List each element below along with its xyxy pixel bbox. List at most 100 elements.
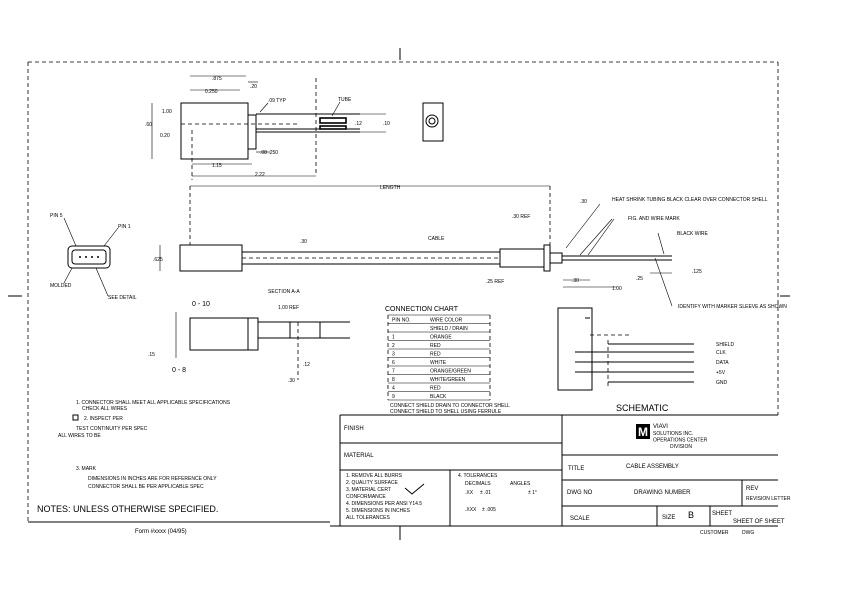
sheet-border: [8, 48, 790, 540]
chart-cell-color: ORANGE/GREEN: [430, 369, 471, 375]
callout-black-wire: BLACK WIRE: [677, 231, 709, 237]
angle-value: ± 1°: [528, 490, 537, 496]
dim-main-height: .625: [153, 257, 163, 263]
note-5: ALL WIRES TO BE: [58, 433, 101, 439]
tol-xx-value: ± .01: [480, 490, 491, 496]
note-7: DIMENSIONS IN INCHES ARE FOR REFERENCE O…: [88, 476, 217, 482]
dim-top-gap: .08 .250: [260, 150, 278, 156]
title-block: FINISH MATERIAL 1. REMOVE ALL BURRS 2. Q…: [330, 414, 791, 536]
dim-top-overall: .875: [212, 76, 222, 82]
company-name: VIAVI: [653, 424, 668, 430]
schematic: SHIELD CLK DATA +5V GND SCHEMATIC: [557, 307, 734, 413]
chart-cell-color: ORANGE: [430, 335, 452, 341]
top-view: .875 0.250 .20 .60 1.00 0.20 .09 TYP TUB…: [145, 75, 444, 180]
chart-cell-pin: 2: [392, 343, 395, 349]
gen-note-2: 2. QUALITY SURFACE: [346, 480, 399, 486]
rev-label: REV: [746, 486, 758, 492]
connection-chart-title: CONNECTION CHART: [385, 306, 459, 313]
decimals-label: DECIMALS: [465, 481, 491, 487]
callout-section: SECTION A-A: [268, 289, 300, 295]
dim-top-tube: TUBE: [338, 97, 352, 103]
schematic-pin-4: GND: [716, 380, 728, 386]
gen-note-3: 3. MATERIAL CERT: [346, 487, 391, 493]
dim-main-end3: .25: [636, 276, 643, 282]
svg-text:M: M: [638, 425, 648, 439]
connector-face-view: PIN 5 PIN 1 MOLDED SEE DETAIL: [50, 213, 137, 301]
scale-label: SCALE: [570, 516, 590, 522]
dim-main-strip: .25 REF: [486, 279, 504, 285]
note-tag-icon: [72, 414, 79, 421]
dim-top-len2: 2.22: [255, 172, 265, 178]
dwg-no-value: DRAWING NUMBER: [634, 490, 691, 496]
form-number: Form #xxxx (04/95): [135, 529, 187, 535]
detail-view: 0 - 10 0 - 8 SECTION A-A 1.00 REF .15 .1…: [148, 289, 350, 384]
tol-xx: .XX: [465, 490, 474, 496]
company-sub-1: SOLUTIONS INC.: [653, 431, 693, 437]
connector-end-view: [422, 102, 444, 142]
chart-cell-color: WHITE/GREEN: [430, 377, 466, 383]
finish-label: FINISH: [344, 426, 364, 432]
note-4: TEST CONTINUITY PER SPEC: [76, 426, 148, 432]
note-6: 3. MARK: [76, 466, 97, 472]
gen-note-5: 4. DIMENSIONS PER ANSI Y14.5: [346, 501, 422, 507]
dim-top-body: 0.250: [205, 89, 218, 95]
note-2: CHECK ALL WIRES: [82, 406, 128, 412]
chart-header-color: WIRE COLOR: [430, 318, 463, 324]
gen-note-4: CONFORMANCE: [346, 494, 386, 500]
chart-footnote-2: CONNECT SHIELD TO SHELL USING FERRULE: [390, 409, 502, 415]
chart-cell-color: RED: [430, 343, 441, 349]
callout-see-detail: SEE DETAIL: [108, 295, 137, 301]
chart-footnote-1: CONNECT SHIELD DRAIN TO CONNECTOR SHELL: [390, 403, 510, 409]
callout-molded: MOLDED: [50, 283, 72, 289]
chart-cell-color: RED: [430, 352, 441, 358]
chart-cell-pin: 1: [392, 335, 395, 341]
company-logo: M VIAVI SOLUTIONS INC. OPERATIONS CENTER…: [636, 424, 708, 450]
schematic-label: SCHEMATIC: [616, 403, 669, 413]
surface-finish-symbol: [404, 483, 425, 495]
dim-main-end2: 1.00: [612, 286, 622, 292]
chart-cell-pin: 9: [392, 394, 395, 400]
dim-detail-b: 0 - 8: [172, 367, 186, 374]
connection-chart: CONNECTION CHART PIN NO.WIRE COLORSHIELD…: [385, 306, 510, 415]
chart-cell-pin: 8: [392, 377, 395, 383]
dim-detail-d: .15: [148, 352, 155, 358]
company-sub-3: DIVISION: [670, 444, 692, 450]
chart-cell-color: BLACK: [430, 394, 447, 400]
chart-cell-color: SHIELD / DRAIN: [430, 326, 468, 332]
dim-top-right1: .12: [355, 121, 362, 127]
dim-detail-f: .30: [288, 378, 295, 384]
rev-value: REVISION LETTER: [746, 496, 791, 502]
note-3: 2. INSPECT PER: [84, 416, 123, 422]
dim-main-dia: .30: [300, 239, 307, 245]
dim-main-end4: .125: [692, 269, 702, 275]
gen-note-7: ALL TOLERANCES: [346, 515, 390, 521]
dim-main-jacket: .30 REF: [512, 214, 530, 220]
footer-right: DWG: [742, 530, 754, 536]
notes-heading: NOTES: UNLESS OTHERWISE SPECIFIED.: [37, 504, 218, 514]
tolerances-label: 4. TOLERANCES: [458, 473, 498, 479]
chart-cell-color: WHITE: [430, 360, 447, 366]
dim-top-inner: 1.00: [162, 109, 172, 115]
dim-detail-e: .12: [303, 362, 310, 368]
dim-top-nut: .09 TYP: [268, 98, 287, 104]
note-1: 1. CONNECTOR SHALL MEET ALL APPLICABLE S…: [76, 400, 231, 406]
callout-pin1: PIN 1: [118, 224, 131, 230]
note-8: CONNECTOR SHALL BE PER APPLICABLE SPEC: [88, 484, 204, 490]
dim-main-end1: .30: [572, 278, 579, 284]
schematic-pin-1: CLK: [716, 350, 726, 356]
gen-note-1: 1. REMOVE ALL BURRS: [346, 473, 403, 479]
dim-end-label: .30: [580, 199, 587, 205]
tol-xxx-value: ± .005: [482, 507, 496, 513]
gen-note-6: 5. DIMENSIONS IN INCHES: [346, 508, 411, 514]
schematic-pin-2: DATA: [716, 360, 729, 366]
sheet-label: SHEET: [712, 511, 732, 517]
chart-cell-pin: 3: [392, 352, 395, 358]
dim-main-length: LENGTH: [380, 185, 401, 191]
chart-cell-pin: 4: [392, 386, 395, 392]
size-value: B: [688, 510, 694, 520]
dim-top-height: .60: [145, 122, 152, 128]
dim-top-flange: .20: [250, 84, 257, 90]
notes: 1. CONNECTOR SHALL MEET ALL APPLICABLE S…: [37, 400, 231, 535]
dwg-no-label: DWG NO: [567, 490, 593, 496]
